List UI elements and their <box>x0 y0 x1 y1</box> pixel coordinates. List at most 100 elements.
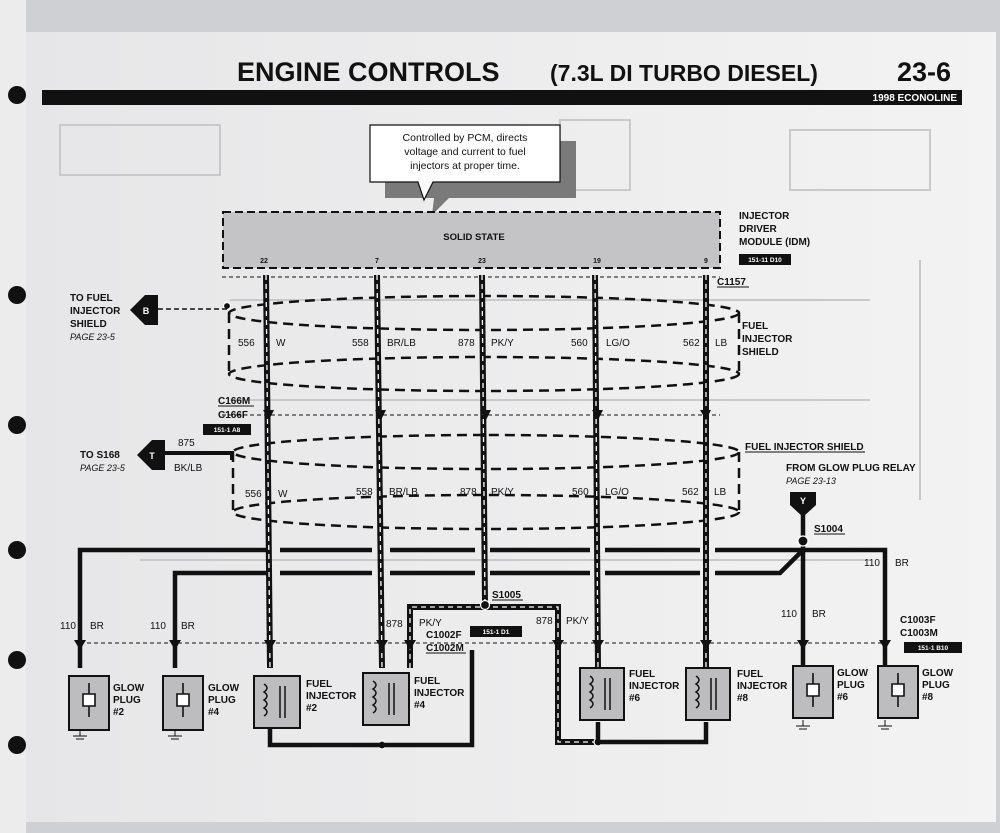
svg-text:BR: BR <box>812 609 826 620</box>
offpage-b-text-3: SHIELD <box>70 319 107 330</box>
pin-label-23: 23 <box>478 258 486 265</box>
binder-holes <box>8 86 26 754</box>
glow-plug-2-label-2: PLUG <box>113 695 141 706</box>
ghost-print <box>59 119 931 561</box>
offpage-y-text-1: FROM GLOW PLUG RELAY <box>786 463 916 474</box>
glow-plug-6-label-1: GLOW <box>837 668 869 679</box>
svg-text:110: 110 <box>781 609 797 620</box>
connector-c1003f: C1003F <box>900 615 936 626</box>
glow-plug-8-label-1: GLOW <box>922 668 954 679</box>
svg-text:LB: LB <box>714 487 727 498</box>
fuel-injector-4 <box>362 672 410 726</box>
fuel-injector-6-label-2: INJECTOR <box>629 681 680 692</box>
fuel-injector-2-label-2: INJECTOR <box>306 691 357 702</box>
svg-text:LG/O: LG/O <box>605 487 629 498</box>
module-ref: 151-11 D10 <box>748 257 782 264</box>
svg-text:PK/Y: PK/Y <box>491 338 514 349</box>
connector-c166m: C166M <box>218 396 250 407</box>
shield-lower-label: FUEL INJECTOR SHIELD <box>745 442 864 453</box>
ground-returns <box>267 650 709 748</box>
glow-plug-8-label-2: PLUG <box>922 680 950 691</box>
svg-text:878: 878 <box>458 338 475 349</box>
page-subtitle: (7.3L DI TURBO DIESEL) <box>550 60 818 86</box>
fuel-injector-8-label-2: INJECTOR <box>737 681 788 692</box>
glow-plug-8-number: #8 <box>922 692 934 703</box>
callout-text-3: injectors at proper time. <box>410 160 520 172</box>
fuel-injector-6-number: #6 <box>629 693 641 704</box>
fuel-injector-2 <box>253 675 301 729</box>
svg-text:LB: LB <box>715 338 728 349</box>
fuel-injector-4-number: #4 <box>414 700 426 711</box>
svg-text:562: 562 <box>682 487 699 498</box>
offpage-y-letter: Y <box>800 496 806 506</box>
pin-label-19: 19 <box>593 258 601 265</box>
splice-s1005: S1005 <box>492 590 521 601</box>
module-box-label: SOLID STATE <box>443 232 504 243</box>
pin-label-7: 7 <box>375 258 379 265</box>
shield-upper-label-1: FUEL <box>742 321 768 332</box>
header-rule <box>42 90 962 105</box>
svg-text:878: 878 <box>460 487 477 498</box>
module-name-3: MODULE (IDM) <box>739 237 810 248</box>
svg-text:110: 110 <box>60 621 76 632</box>
glow-plug-2-number: #2 <box>113 707 125 718</box>
module-name-1: INJECTOR <box>739 211 790 222</box>
offpage-b-text-2: INJECTOR <box>70 306 121 317</box>
glow-plug-4-number: #4 <box>208 707 220 718</box>
fuel-injector-8-label-1: FUEL <box>737 669 763 680</box>
svg-text:BR: BR <box>895 558 909 569</box>
c166-ref: 151-1 A8 <box>214 427 241 434</box>
s1005-ref: 151-1 D1 <box>483 629 510 636</box>
svg-text:110: 110 <box>150 621 166 632</box>
svg-text:110: 110 <box>864 558 880 569</box>
offpage-t-letter: T <box>149 451 155 461</box>
wire-labels-bottom: 110 BR 110 BR 878 PK/Y 878 PK/Y 110 BR 1… <box>60 558 909 632</box>
svg-text:558: 558 <box>356 487 373 498</box>
svg-text:LG/O: LG/O <box>606 338 630 349</box>
page-title: ENGINE CONTROLS <box>237 57 500 87</box>
pin-arrows <box>74 410 891 650</box>
svg-text:556: 556 <box>238 338 255 349</box>
c1003-ref-box <box>904 642 962 653</box>
fuel-injector-2-label-1: FUEL <box>306 679 332 690</box>
connector-c1002m: C1002M <box>426 643 464 654</box>
svg-text:W: W <box>278 489 288 500</box>
splice-s1004: S1004 <box>814 524 843 535</box>
offpage-b-text-1: TO FUEL <box>70 293 113 304</box>
glow-plug-8 <box>877 665 919 719</box>
svg-text:560: 560 <box>572 487 589 498</box>
glow-plug-2-label-1: GLOW <box>113 683 145 694</box>
shield-upper-label-3: SHIELD <box>742 347 779 358</box>
glow-plug-4 <box>162 675 204 731</box>
callout-text-2: voltage and current to fuel <box>404 146 525 158</box>
svg-text:556: 556 <box>245 489 262 500</box>
svg-text:878: 878 <box>536 616 553 627</box>
offpage-b-page: PAGE 23-5 <box>70 332 116 342</box>
glow-plug-4-label-2: PLUG <box>208 695 236 706</box>
offpage-t-color: BK/LB <box>174 463 203 474</box>
offpage-y-page: PAGE 23-13 <box>786 476 836 486</box>
svg-text:BR/LB: BR/LB <box>387 338 416 349</box>
fuel-injector-4-label-1: FUEL <box>414 676 440 687</box>
module-ref-box <box>739 254 791 265</box>
offpage-t-page: PAGE 23-5 <box>80 463 126 473</box>
glow-plug-wires <box>77 515 888 690</box>
wire-labels-upper: 556 W 558 BR/LB 878 PK/Y 560 LG/O 562 LB <box>238 338 728 349</box>
fuel-injector-8 <box>685 667 731 721</box>
pcm-callout: Controlled by PCM, directs voltage and c… <box>369 124 576 215</box>
svg-text:PK/Y: PK/Y <box>491 487 514 498</box>
injector-wires <box>263 274 709 745</box>
offpage-t-circuit: 875 <box>178 438 195 449</box>
connector-c166f: C166F <box>218 410 248 421</box>
connector-c1157: C1157 <box>717 277 746 288</box>
callout-text-1: Controlled by PCM, directs <box>403 132 528 144</box>
fuel-injector-2-number: #2 <box>306 703 318 714</box>
glow-plug-6 <box>792 665 834 719</box>
c166-ref-box <box>203 424 251 435</box>
connector-c1003m: C1003M <box>900 628 938 639</box>
svg-text:878: 878 <box>386 619 403 630</box>
offpage-connector-y: Y <box>790 492 816 517</box>
glow-plug-6-number: #6 <box>837 692 849 703</box>
